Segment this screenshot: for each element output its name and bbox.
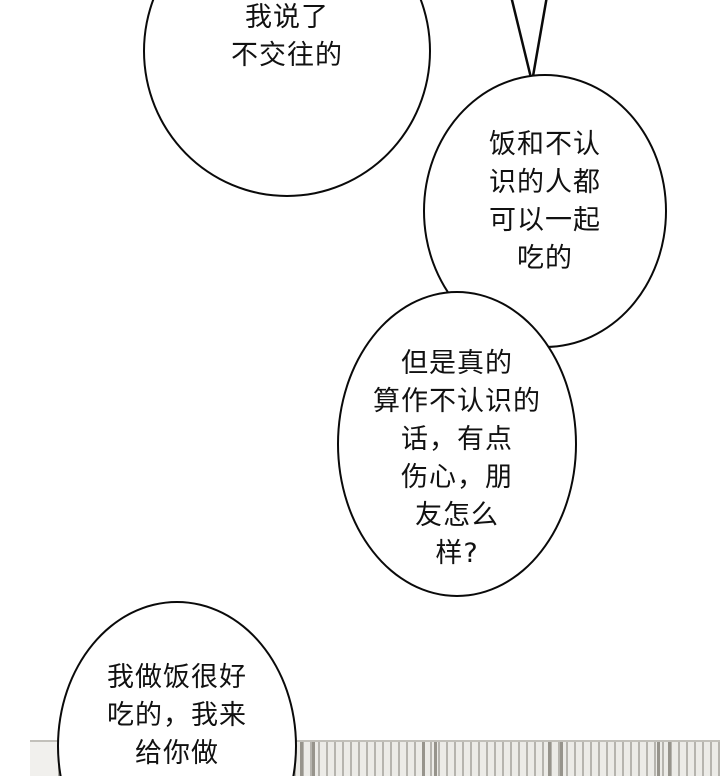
shutter-frame: [422, 742, 425, 776]
shutter-frame: [312, 742, 315, 776]
wall-segment: [30, 742, 60, 776]
speech-text-line: 不交往的: [231, 40, 343, 71]
shutter-frame: [434, 742, 437, 776]
shutter-frame: [300, 742, 303, 776]
speech-text-line: 可以一起: [489, 205, 601, 236]
speech-text-line: 吃的，我来: [107, 700, 247, 731]
speech-text-line: 算作不认识的: [373, 386, 541, 417]
speech-text: 我做饭很好 吃的，我来 给你做: [59, 659, 295, 773]
speech-text-line: 我做饭很好: [107, 662, 247, 693]
speech-text-line: 友怎么: [415, 500, 499, 531]
speech-text: 饭和不认 识的人都 可以一起 吃的: [425, 126, 665, 278]
speech-bubble-tail: [510, 0, 548, 84]
speech-text-line: 样?: [435, 538, 479, 569]
speech-text-line: 给你做: [135, 738, 219, 769]
shutter-frame: [657, 742, 660, 776]
speech-text-line: 伤心，朋: [401, 462, 513, 493]
speech-text: 但是真的 算作不认识的 话，有点 伤心，朋 友怎么 样?: [339, 345, 575, 573]
shutter-frame: [668, 742, 671, 776]
speech-bubble: 我说了 不交往的: [143, 0, 431, 197]
speech-bubble: 但是真的 算作不认识的 话，有点 伤心，朋 友怎么 样?: [337, 291, 577, 597]
speech-bubble: 我做饭很好 吃的，我来 给你做: [57, 601, 297, 776]
speech-text-line: 话，有点: [401, 424, 513, 455]
speech-text-line: 我说了: [245, 2, 329, 33]
speech-text-line: 吃的: [517, 243, 573, 274]
speech-text-line: 但是真的: [401, 348, 513, 379]
speech-text-line: 识的人都: [489, 167, 601, 198]
speech-text-line: 饭和不认: [489, 129, 601, 160]
shutter-frame: [548, 742, 551, 776]
speech-text: 我说了 不交往的: [145, 0, 429, 75]
shutter-frame: [560, 742, 563, 776]
